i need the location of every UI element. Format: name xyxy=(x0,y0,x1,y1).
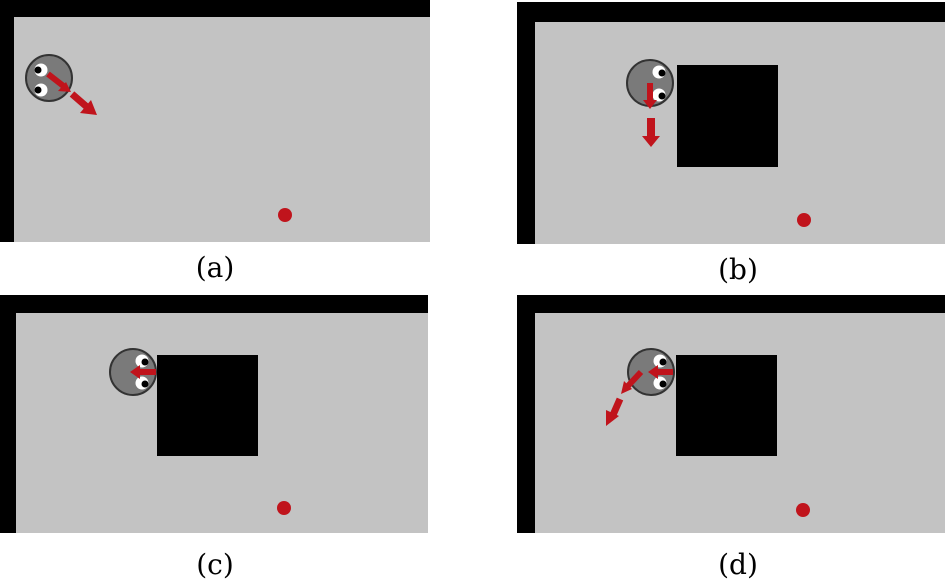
robot-pupil xyxy=(659,358,667,366)
robot-pupil xyxy=(141,358,149,366)
heading-arrow xyxy=(643,83,657,109)
panel-d xyxy=(517,295,945,533)
caption-d: (d) xyxy=(718,548,758,581)
robot-pupil xyxy=(659,380,667,388)
obstacle xyxy=(677,65,778,167)
goal-dot xyxy=(797,213,811,227)
floor xyxy=(14,17,430,242)
panel-c xyxy=(0,295,428,533)
goal-dot xyxy=(278,208,292,222)
motion-arrow-left xyxy=(130,365,156,379)
caption-a: (a) xyxy=(195,251,235,284)
scene-c xyxy=(0,295,428,533)
robot-pupil xyxy=(658,92,666,100)
scene-b xyxy=(517,2,945,244)
heading-arrow xyxy=(46,71,71,92)
motion-arrow-down-right xyxy=(69,91,97,115)
motion-arrow-left xyxy=(648,365,673,379)
caption-b: (b) xyxy=(718,253,758,286)
obstacle xyxy=(157,355,258,456)
scene-a xyxy=(0,0,430,242)
robot-pupil xyxy=(34,66,42,74)
motion-arrow-down-left xyxy=(606,369,644,426)
robot-pupil xyxy=(141,380,149,388)
scene-d xyxy=(517,295,945,533)
robot xyxy=(109,348,157,396)
panel-a xyxy=(0,0,430,242)
obstacle xyxy=(676,355,777,456)
panel-b xyxy=(517,2,945,244)
goal-dot xyxy=(277,501,291,515)
motion-arrow-down xyxy=(642,118,660,147)
goal-dot xyxy=(796,503,810,517)
robot-pupil xyxy=(34,86,42,94)
caption-c: (c) xyxy=(196,548,234,581)
robot-pupil xyxy=(658,69,666,77)
